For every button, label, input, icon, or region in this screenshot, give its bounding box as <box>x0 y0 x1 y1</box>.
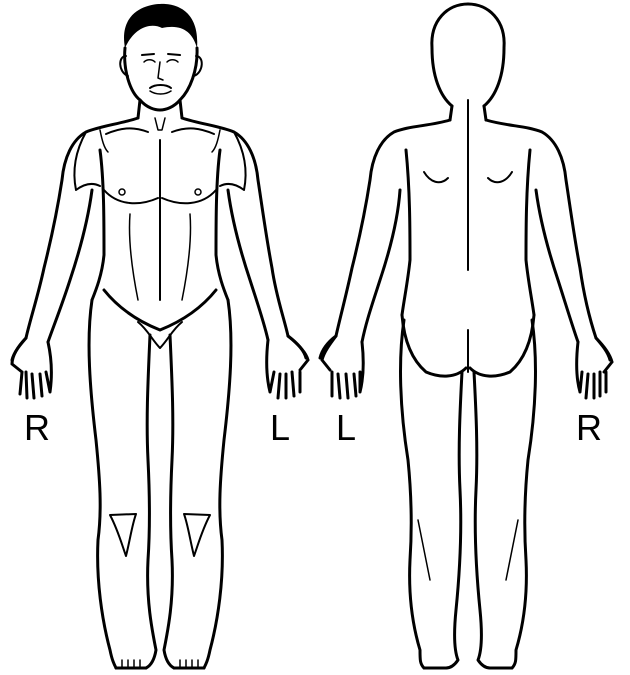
back-right-side-label: R <box>576 407 602 448</box>
front-legs <box>89 300 231 668</box>
front-hand-right <box>12 338 51 398</box>
front-left-side-label: L <box>270 407 290 448</box>
back-torso-arms-outline <box>320 120 610 360</box>
back-body-figure <box>320 4 612 668</box>
back-hand-right <box>577 338 612 398</box>
back-hand-left <box>322 336 363 398</box>
back-left-side-label: L <box>336 407 356 448</box>
front-body-figure <box>12 4 308 668</box>
front-hair <box>124 4 197 48</box>
back-head <box>432 4 504 106</box>
front-right-side-label: R <box>24 407 50 448</box>
front-hand-left <box>267 336 308 398</box>
